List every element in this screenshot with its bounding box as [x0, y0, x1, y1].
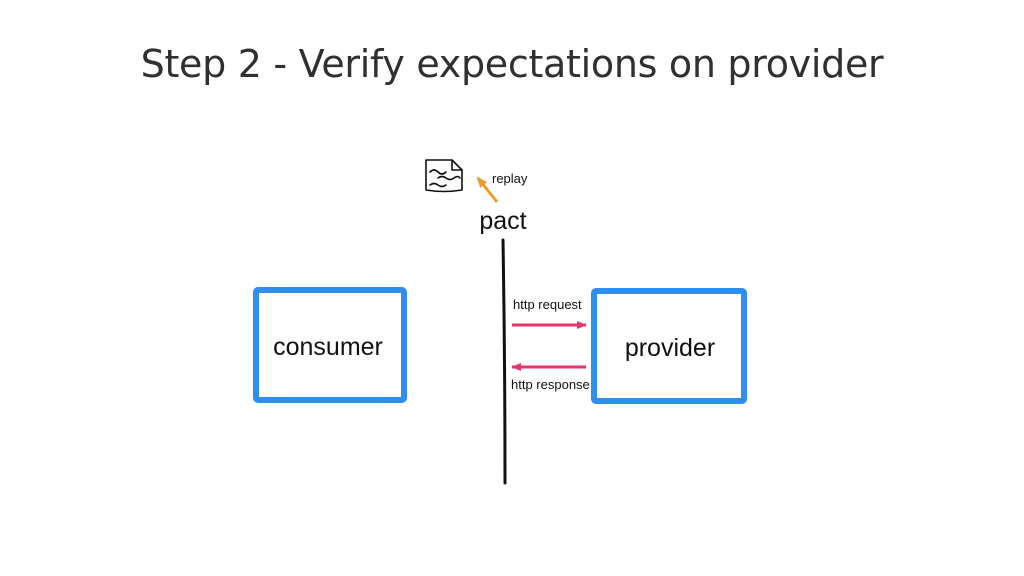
- consumer-label: consumer: [273, 333, 383, 361]
- provider-box: provider: [591, 288, 747, 404]
- http-response-label: http response: [511, 377, 590, 392]
- provider-label: provider: [625, 334, 715, 362]
- document-scribble-icon: [425, 159, 463, 193]
- consumer-box: consumer: [253, 287, 407, 403]
- slide-title: Step 2 - Verify expectations on provider: [140, 42, 884, 86]
- boundary-line: [501, 238, 507, 485]
- replay-label: replay: [492, 171, 528, 186]
- http-request-label: http request: [513, 297, 582, 312]
- pact-label: pact: [479, 207, 526, 235]
- replay-arrow: [476, 176, 499, 203]
